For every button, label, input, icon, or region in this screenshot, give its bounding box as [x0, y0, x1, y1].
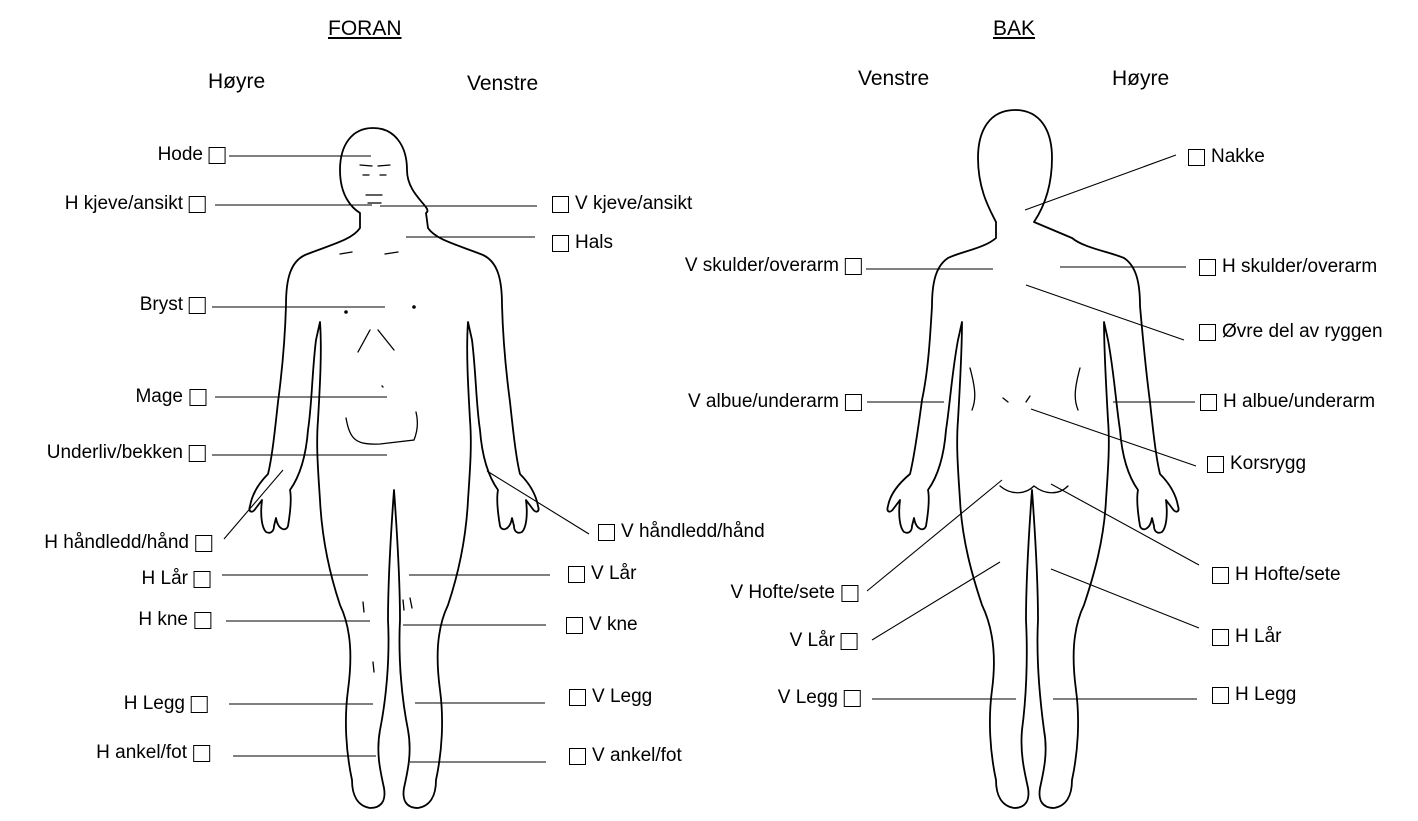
back-left-side-label: Venstre [858, 68, 929, 90]
back-heading: BAK [993, 18, 1035, 40]
label-ovre-del-av-ryggen: Øvre del av ryggen [1199, 321, 1383, 343]
back-body-outline [887, 110, 1178, 808]
label-h-handledd-hand: H håndledd/hånd [44, 532, 212, 554]
back-leader-lines [866, 155, 1199, 699]
checkbox-underliv-bekken[interactable] [189, 445, 206, 462]
checkbox-hals[interactable] [552, 235, 569, 252]
checkbox-ovre-del-av-ryggen[interactable] [1199, 324, 1216, 341]
checkbox-back-h-legg[interactable] [1212, 687, 1229, 704]
label-h-hofte-sete: H Hofte/sete [1212, 564, 1341, 586]
label-bryst: Bryst [140, 294, 206, 316]
checkbox-front-v-lar[interactable] [568, 566, 585, 583]
label-front-v-lar: V Lår [568, 563, 636, 585]
checkbox-v-hofte-sete[interactable] [841, 585, 858, 602]
front-left-side-label: Høyre [208, 71, 265, 93]
checkbox-back-h-lar[interactable] [1212, 629, 1229, 646]
label-v-hofte-sete: V Hofte/sete [730, 582, 858, 604]
label-korsrygg: Korsrygg [1207, 453, 1306, 475]
checkbox-bryst[interactable] [189, 297, 206, 314]
checkbox-v-handledd-hand[interactable] [598, 524, 615, 541]
checkbox-back-v-lar[interactable] [841, 633, 858, 650]
front-heading: FORAN [328, 18, 402, 40]
label-v-albue-underarm: V albue/underarm [688, 391, 862, 413]
checkbox-v-albue-underarm[interactable] [845, 394, 862, 411]
checkbox-h-skulder-overarm[interactable] [1199, 259, 1216, 276]
label-v-handledd-hand: V håndledd/hånd [598, 521, 765, 543]
checkbox-h-handledd-hand[interactable] [195, 535, 212, 552]
checkbox-h-hofte-sete[interactable] [1212, 567, 1229, 584]
label-hode: Hode [158, 144, 226, 166]
checkbox-h-kjeve-ansikt[interactable] [189, 196, 206, 213]
checkbox-front-h-legg[interactable] [191, 696, 208, 713]
label-v-ankel-fot: V ankel/fot [569, 745, 682, 767]
label-back-v-legg: V Legg [778, 687, 861, 709]
checkbox-mage[interactable] [189, 389, 206, 406]
label-nakke: Nakke [1188, 146, 1265, 168]
label-underliv-bekken: Underliv/bekken [47, 442, 206, 464]
label-v-skulder-overarm: V skulder/overarm [685, 255, 862, 277]
label-v-kne: V kne [566, 614, 638, 636]
back-right-side-label: Høyre [1112, 68, 1169, 90]
checkbox-h-albue-underarm[interactable] [1200, 394, 1217, 411]
label-front-h-lar: H Lår [142, 568, 211, 590]
label-h-skulder-overarm: H skulder/overarm [1199, 256, 1377, 278]
checkbox-nakke[interactable] [1188, 149, 1205, 166]
label-h-ankel-fot: H ankel/fot [96, 742, 210, 764]
front-right-side-label: Venstre [467, 73, 538, 95]
checkbox-back-v-legg[interactable] [844, 690, 861, 707]
label-back-h-lar: H Lår [1212, 626, 1281, 648]
label-front-v-legg: V Legg [569, 686, 652, 708]
label-mage: Mage [135, 386, 206, 408]
checkbox-front-v-legg[interactable] [569, 689, 586, 706]
checkbox-korsrygg[interactable] [1207, 456, 1224, 473]
label-hals: Hals [552, 232, 613, 254]
checkbox-v-kjeve-ansikt[interactable] [552, 196, 569, 213]
checkbox-v-skulder-overarm[interactable] [845, 258, 862, 275]
label-back-v-lar: V Lår [790, 630, 858, 652]
checkbox-h-kne[interactable] [194, 612, 211, 629]
checkbox-v-ankel-fot[interactable] [569, 748, 586, 765]
checkbox-hode[interactable] [209, 147, 226, 164]
checkbox-v-kne[interactable] [566, 617, 583, 634]
label-front-h-legg: H Legg [124, 693, 208, 715]
label-h-kjeve-ansikt: H kjeve/ansikt [65, 193, 206, 215]
label-v-kjeve-ansikt: V kjeve/ansikt [552, 193, 692, 215]
label-back-h-legg: H Legg [1212, 684, 1296, 706]
checkbox-h-ankel-fot[interactable] [193, 745, 210, 762]
front-body-outline [249, 128, 538, 808]
checkbox-front-h-lar[interactable] [194, 571, 211, 588]
label-h-kne: H kne [138, 609, 211, 631]
label-h-albue-underarm: H albue/underarm [1200, 391, 1375, 413]
